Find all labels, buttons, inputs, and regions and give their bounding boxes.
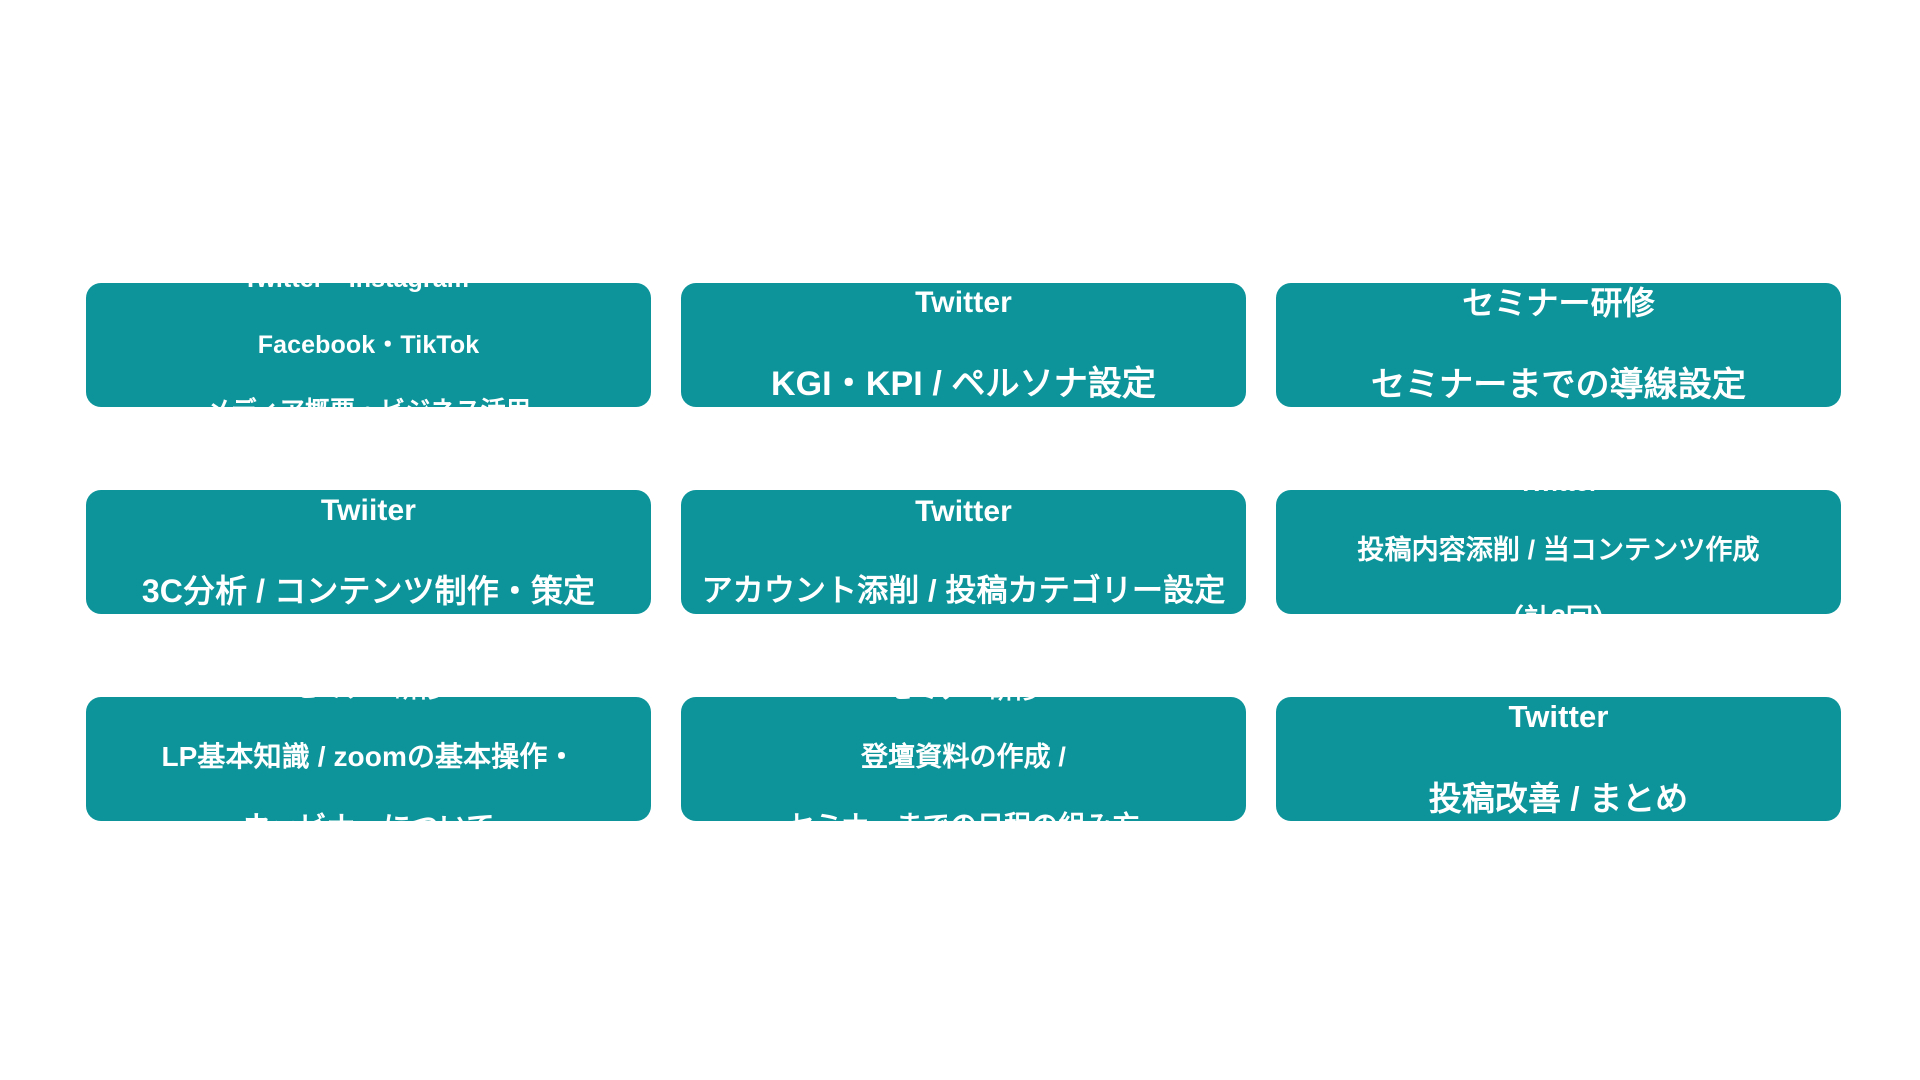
card-6-subtitle: 投稿内容添削 / 当コンテンツ作成 — [1357, 534, 1760, 565]
curriculum-card-grid: Twitter・Instagram・ Facebook・TikTok メディア概… — [86, 283, 1841, 821]
card-7-title: セミナー研修 — [161, 697, 575, 706]
curriculum-card-4[interactable]: Twiiter 3C分析 / コンテンツ制作・策定 — [86, 490, 651, 614]
card-9-title: Twitter — [1508, 698, 1609, 734]
curriculum-card-5[interactable]: Twitter アカウント添削 / 投稿カテゴリー設定 — [681, 490, 1246, 614]
curriculum-card-7[interactable]: セミナー研修 LP基本知識 / zoomの基本操作・ ウェビナーについて — [86, 697, 651, 821]
card-3-text: セミナー研修 セミナーまでの導線設定 — [1371, 283, 1746, 407]
card-5-subtitle: アカウント添削 / 投稿カテゴリー設定 — [701, 573, 1226, 609]
card-3-title: セミナー研修 — [1462, 284, 1655, 321]
card-5-title: Twitter — [915, 494, 1012, 528]
card-1-title: Twitter・Instagram・ — [206, 283, 531, 296]
card-8-extra: セミナーまでの日程の組み方 — [787, 809, 1139, 822]
card-7-text: セミナー研修 LP基本知識 / zoomの基本操作・ ウェビナーについて — [161, 697, 575, 821]
card-2-title: Twitter — [915, 285, 1012, 319]
card-3-subtitle: セミナーまでの導線設定 — [1370, 366, 1747, 405]
card-2-subtitle: KGI・KPI / ペルソナ設定 — [770, 365, 1157, 404]
card-7-extra: ウェビナーについて — [161, 809, 575, 822]
curriculum-card-6[interactable]: Twitter 投稿内容添削 / 当コンテンツ作成 （計2回） — [1276, 490, 1841, 614]
card-4-title: Twiiter — [320, 494, 417, 528]
card-1-extra: メディア概要・ビジネス活用 — [206, 395, 531, 408]
card-1-subtitle: Facebook・TikTok — [257, 330, 480, 359]
card-9-subtitle: 投稿改善 / まとめ — [1428, 780, 1689, 818]
card-8-title: セミナー研修 — [787, 697, 1139, 707]
card-4-subtitle: 3C分析 / コンテンツ制作・策定 — [141, 573, 596, 610]
curriculum-card-3[interactable]: セミナー研修 セミナーまでの導線設定 — [1276, 283, 1841, 407]
card-2-text: Twitter KGI・KPI / ペルソナ設定 — [771, 283, 1156, 407]
card-5-text: Twitter アカウント添削 / 投稿カテゴリー設定 — [702, 490, 1226, 614]
curriculum-card-2[interactable]: Twitter KGI・KPI / ペルソナ設定 — [681, 283, 1246, 407]
curriculum-card-8[interactable]: セミナー研修 登壇資料の作成 / セミナーまでの日程の組み方 — [681, 697, 1246, 821]
card-6-text: Twitter 投稿内容添削 / 当コンテンツ作成 （計2回） — [1357, 490, 1759, 614]
curriculum-card-1[interactable]: Twitter・Instagram・ Facebook・TikTok メディア概… — [86, 283, 651, 407]
curriculum-card-9[interactable]: Twitter 投稿改善 / まとめ — [1276, 697, 1841, 821]
card-7-subtitle: LP基本知識 / zoomの基本操作・ — [161, 740, 576, 772]
card-8-text: セミナー研修 登壇資料の作成 / セミナーまでの日程の組み方 — [787, 697, 1139, 821]
card-9-text: Twitter 投稿改善 / まとめ — [1429, 697, 1689, 821]
card-1-text: Twitter・Instagram・ Facebook・TikTok メディア概… — [206, 283, 531, 407]
card-6-extra: （計2回） — [1357, 602, 1759, 615]
card-4-text: Twiiter 3C分析 / コンテンツ制作・策定 — [142, 490, 595, 614]
card-6-title: Twitter — [1357, 490, 1759, 500]
card-8-subtitle: 登壇資料の作成 / — [861, 741, 1066, 772]
